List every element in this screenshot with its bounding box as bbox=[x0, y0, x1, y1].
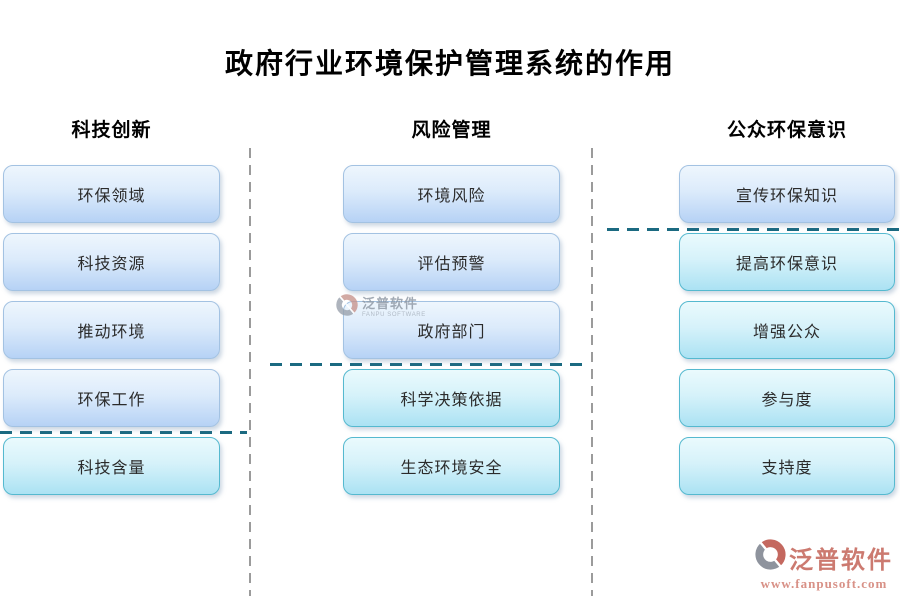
node-box: 环保工作 bbox=[3, 369, 220, 427]
node-box: 生态环境安全 bbox=[343, 437, 560, 495]
node-box: 科技资源 bbox=[3, 233, 220, 291]
node-box: 环保领域 bbox=[3, 165, 220, 223]
node-label: 环保工作 bbox=[77, 392, 146, 409]
column-public-awareness: 公众环保意识 宣传环保知识 提高环保意识 增强公众 参与度 支持度 bbox=[679, 120, 895, 495]
node-label: 环保领域 bbox=[77, 188, 146, 205]
page-title: 政府行业环境保护管理系统的作用 bbox=[224, 49, 675, 80]
node-box: 提高环保意识 bbox=[679, 233, 895, 291]
separator-dashed-col3 bbox=[607, 228, 900, 231]
node-label: 支持度 bbox=[761, 460, 813, 477]
watermark-subtitle: FANPU SOFTWARE bbox=[362, 312, 426, 318]
node-box: 增强公众 bbox=[679, 301, 895, 359]
node-label: 评估预警 bbox=[417, 256, 486, 273]
node-label: 科技资源 bbox=[77, 256, 146, 273]
column-header: 公众环保意识 bbox=[726, 120, 847, 141]
node-box: 推动环境 bbox=[3, 301, 220, 359]
node-label: 宣传环保知识 bbox=[735, 188, 838, 205]
brand-name: 泛普软件 bbox=[789, 547, 893, 574]
node-label: 科技含量 bbox=[77, 460, 146, 477]
fanpu-logo-icon bbox=[336, 294, 358, 321]
node-label: 增强公众 bbox=[752, 324, 821, 341]
node-label: 提高环保意识 bbox=[735, 256, 838, 273]
column-risk-management: 风险管理 环境风险 评估预警 政府部门 科学决策依据 生态环境安全 bbox=[343, 120, 560, 495]
node-box: 政府部门 bbox=[343, 301, 560, 359]
node-box: 参与度 bbox=[679, 369, 895, 427]
node-box: 评估预警 bbox=[343, 233, 560, 291]
column-divider-dashed bbox=[591, 148, 593, 596]
node-box: 科技含量 bbox=[3, 437, 220, 495]
column-header: 科技创新 bbox=[71, 120, 152, 141]
node-label: 科学决策依据 bbox=[400, 392, 503, 409]
node-box: 宣传环保知识 bbox=[679, 165, 895, 223]
node-label: 推动环境 bbox=[77, 324, 146, 341]
node-box: 科学决策依据 bbox=[343, 369, 560, 427]
fanpu-logo-icon bbox=[755, 539, 786, 575]
separator-dashed-col2 bbox=[270, 363, 586, 366]
node-box: 支持度 bbox=[679, 437, 895, 495]
watermark-name: 泛普软件 bbox=[362, 296, 419, 311]
column-tech-innovation: 科技创新 环保领域 科技资源 推动环境 环保工作 科技含量 bbox=[3, 120, 220, 495]
center-watermark: 泛普软件 FANPU SOFTWARE bbox=[336, 294, 426, 321]
column-divider-dashed bbox=[249, 148, 251, 596]
column-header: 风险管理 bbox=[411, 120, 492, 141]
brand-url: www.fanpusoft.com bbox=[760, 576, 888, 591]
node-label: 参与度 bbox=[761, 392, 813, 409]
node-label: 环境风险 bbox=[417, 188, 486, 205]
node-label: 生态环境安全 bbox=[400, 460, 503, 477]
brand-watermark: 泛普软件 www.fanpusoft.com bbox=[755, 539, 893, 592]
node-box: 环境风险 bbox=[343, 165, 560, 223]
separator-dashed-col1 bbox=[0, 431, 247, 434]
node-label: 政府部门 bbox=[417, 324, 486, 341]
